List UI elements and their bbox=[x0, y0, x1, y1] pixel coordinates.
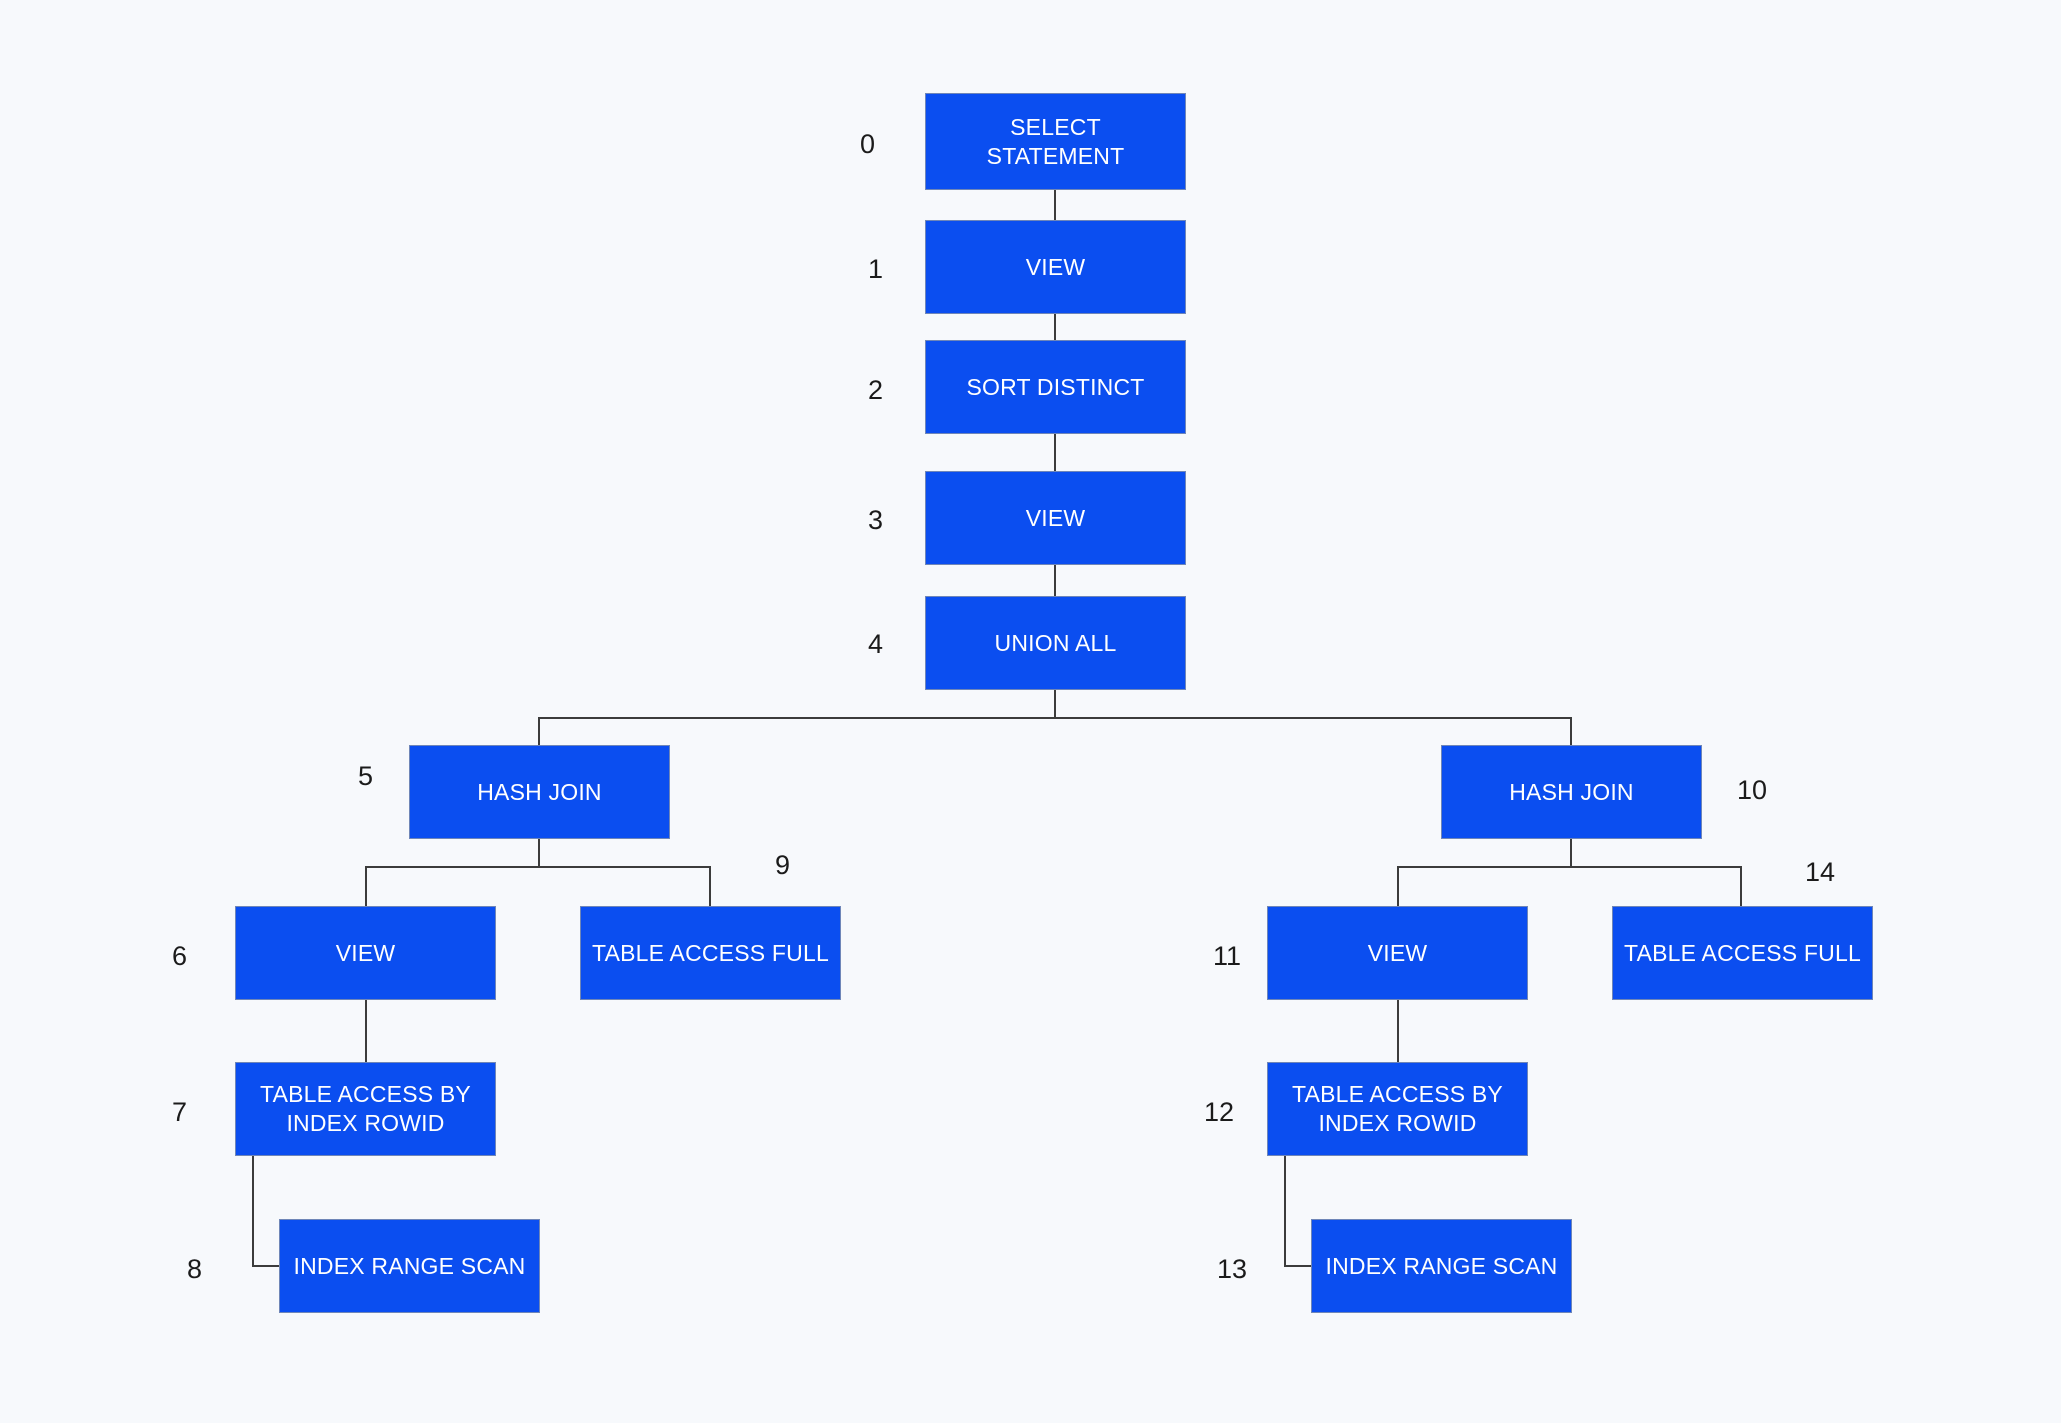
edge-bus-main-to-10 bbox=[1055, 717, 1572, 745]
plan-node-index-5: 5 bbox=[358, 761, 374, 791]
plan-node-index-3: 3 bbox=[868, 505, 884, 535]
plan-node-index-4: 4 bbox=[868, 629, 884, 659]
plan-node-4[interactable]: UNION ALL bbox=[925, 596, 1186, 690]
edge-bus-right-to-11 bbox=[1397, 866, 1571, 906]
plan-node-index-7: 7 bbox=[172, 1097, 188, 1127]
edge-12-to-13 bbox=[1284, 1156, 1311, 1267]
plan-node-2[interactable]: SORT DISTINCT bbox=[925, 340, 1186, 434]
plan-node-8[interactable]: INDEX RANGE SCAN bbox=[279, 1219, 540, 1313]
plan-node-index-1: 1 bbox=[868, 254, 884, 284]
edge-bus-main-to-5 bbox=[538, 717, 1055, 745]
edge-bus-right-to-14 bbox=[1571, 866, 1742, 906]
plan-node-14[interactable]: TABLE ACCESS FULL bbox=[1612, 906, 1873, 1000]
plan-node-1[interactable]: VIEW bbox=[925, 220, 1186, 314]
plan-node-index-13: 13 bbox=[1217, 1254, 1248, 1284]
plan-node-9[interactable]: TABLE ACCESS FULL bbox=[580, 906, 841, 1000]
plan-node-12[interactable]: TABLE ACCESS BY INDEX ROWID bbox=[1267, 1062, 1528, 1156]
edge-bus-left-to-6 bbox=[365, 866, 539, 906]
plan-node-3[interactable]: VIEW bbox=[925, 471, 1186, 565]
plan-node-index-8: 8 bbox=[187, 1254, 203, 1284]
plan-node-7[interactable]: TABLE ACCESS BY INDEX ROWID bbox=[235, 1062, 496, 1156]
plan-node-index-2: 2 bbox=[868, 375, 884, 405]
plan-node-index-6: 6 bbox=[172, 941, 188, 971]
edge-7-to-8 bbox=[252, 1156, 279, 1267]
plan-node-0[interactable]: SELECT STATEMENT bbox=[925, 93, 1186, 190]
plan-node-index-12: 12 bbox=[1204, 1097, 1235, 1127]
plan-node-6[interactable]: VIEW bbox=[235, 906, 496, 1000]
plan-node-11[interactable]: VIEW bbox=[1267, 906, 1528, 1000]
plan-node-5[interactable]: HASH JOIN bbox=[409, 745, 670, 839]
plan-node-index-14: 14 bbox=[1805, 857, 1836, 887]
plan-node-10[interactable]: HASH JOIN bbox=[1441, 745, 1702, 839]
edge-bus-left-to-9 bbox=[539, 866, 711, 906]
plan-node-index-9: 9 bbox=[775, 850, 791, 880]
plan-node-index-0: 0 bbox=[860, 129, 876, 159]
plan-node-index-10: 10 bbox=[1737, 775, 1768, 805]
plan-node-index-11: 11 bbox=[1213, 941, 1242, 971]
plan-node-13[interactable]: INDEX RANGE SCAN bbox=[1311, 1219, 1572, 1313]
